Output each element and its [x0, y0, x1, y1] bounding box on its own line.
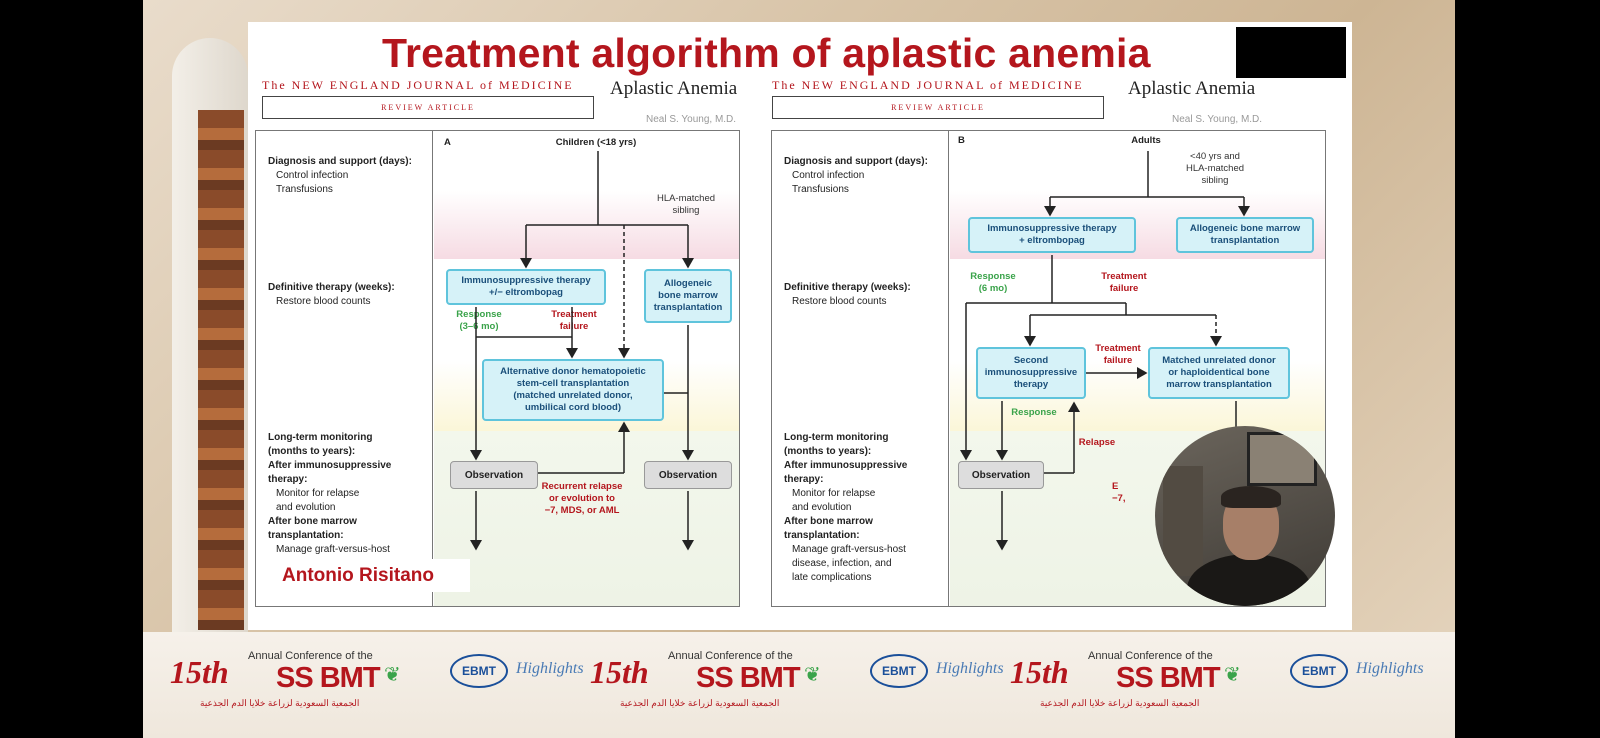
author-right: Neal S. Young, M.D. [1172, 114, 1262, 125]
article-title-right: Aplastic Anemia [1128, 78, 1255, 100]
ssbmt-logo-2: SS BMT [696, 662, 800, 695]
conf-annual-2: Annual Conference of the [668, 650, 793, 662]
conf-number-2: 15th [590, 654, 649, 691]
leaf-icon: ❦ [384, 662, 401, 687]
journal-name-right: The NEW ENGLAND JOURNAL of MEDICINE [772, 78, 1084, 93]
ebmt-highlights-2: Highlights [936, 660, 1004, 678]
author-left: Neal S. Young, M.D. [646, 114, 736, 125]
decorative-door [198, 110, 244, 630]
ssbmt-arabic-2: الجمعية السعودية لزراعة خلايا الدم الجذع… [620, 698, 779, 709]
wall-shadow [1163, 466, 1203, 576]
review-label-right: REVIEW ARTICLE [772, 96, 1104, 119]
conf-annual-1: Annual Conference of the [248, 650, 373, 662]
panel-a-arrows [256, 131, 739, 606]
conf-number-1: 15th [170, 654, 229, 691]
ssbmt-arabic-3: الجمعية السعودية لزراعة خلايا الدم الجذع… [1040, 698, 1199, 709]
leaf-icon: ❦ [1224, 662, 1241, 687]
ebmt-highlights-1: Highlights [516, 660, 584, 678]
leaf-icon: ❦ [804, 662, 821, 687]
review-label-left: REVIEW ARTICLE [262, 96, 594, 119]
slide-title: Treatment algorithm of aplastic anemia [382, 30, 1151, 77]
ssbmt-logo-1: SS BMT [276, 662, 380, 695]
panel-a: Diagnosis and support (days): Control in… [255, 130, 740, 607]
article-title-left: Aplastic Anemia [610, 78, 737, 100]
ebmt-highlights-3: Highlights [1356, 660, 1424, 678]
wall-picture [1247, 432, 1317, 486]
speaker-hair [1221, 486, 1281, 508]
speaker-body [1187, 554, 1311, 606]
speaker-webcam-video [1155, 426, 1335, 606]
ssbmt-logo-3: SS BMT [1116, 662, 1220, 695]
ssbmt-arabic-1: الجمعية السعودية لزراعة خلايا الدم الجذع… [200, 698, 359, 709]
journal-name-left: The NEW ENGLAND JOURNAL of MEDICINE [262, 78, 574, 93]
speaker-name-banner: Antonio Risitano [270, 559, 470, 592]
conf-annual-3: Annual Conference of the [1088, 650, 1213, 662]
ebmt-logo-1: EBMT [450, 654, 508, 688]
conf-number-3: 15th [1010, 654, 1069, 691]
redaction-box [1236, 27, 1346, 78]
ebmt-logo-2: EBMT [870, 654, 928, 688]
ebmt-logo-3: EBMT [1290, 654, 1348, 688]
